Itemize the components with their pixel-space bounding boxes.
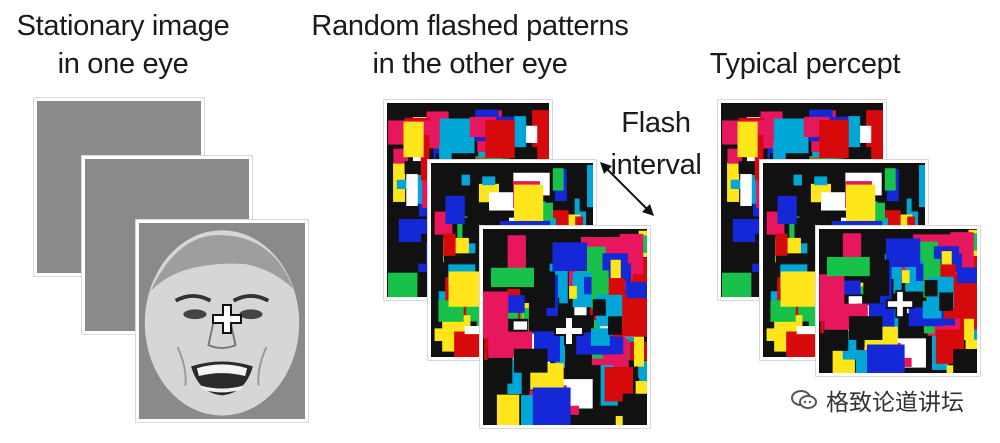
flash-label-line-1: Flash: [621, 107, 691, 139]
pattern-card-front: [480, 226, 650, 428]
chat-bubbles-icon: [791, 390, 817, 409]
stationary-image-label: Stationary image in one eye: [8, 8, 238, 83]
flash-label-line-2: interval: [610, 149, 702, 182]
face-card-front: [136, 220, 308, 422]
random-patterns-label: Random flashed patterns in the other eye: [305, 8, 635, 83]
random-label-line-2: in the other eye: [372, 47, 568, 80]
flash-interval-label: Flash interval: [596, 102, 716, 186]
watermark: 格致论道讲坛: [790, 383, 964, 417]
watermark-text: 格致论道讲坛: [826, 390, 964, 416]
random-pattern: [483, 229, 647, 425]
stationary-label-line-1: Stationary image: [16, 10, 230, 42]
typical-label-text: Typical percept: [709, 48, 901, 80]
double-arrow-icon: [600, 162, 654, 216]
percept-card-front: [816, 226, 980, 376]
random-label-line-1: Random flashed patterns: [311, 10, 629, 42]
typical-percept-label: Typical percept: [700, 46, 910, 84]
fixation-cross-icon: [885, 289, 915, 319]
fixation-cross-icon: [212, 304, 242, 334]
random-pattern: [819, 229, 977, 373]
stationary-label-line-2: in one eye: [57, 47, 189, 80]
fixation-cross-icon: [554, 316, 584, 346]
